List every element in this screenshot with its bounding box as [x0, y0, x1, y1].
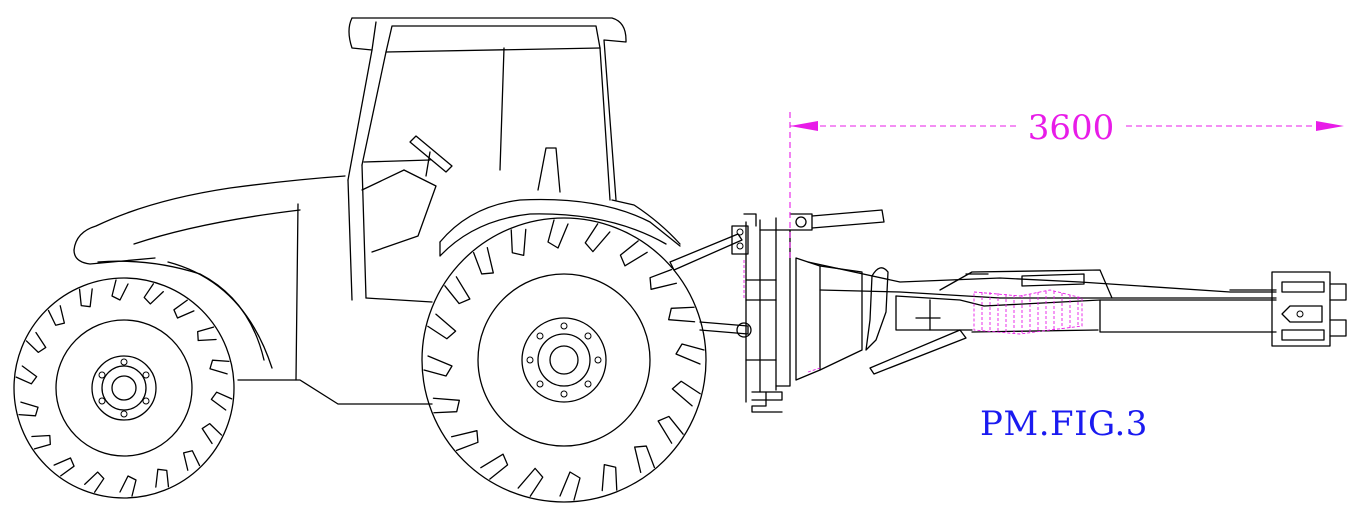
dimension-arrow-left [790, 121, 818, 131]
three-point-hitch [669, 209, 885, 413]
implement-frame [807, 261, 1347, 375]
dimension-line: 3600 [789, 108, 1344, 260]
hatched-section [743, 260, 1083, 373]
steering-wheel [361, 135, 453, 253]
rear-wheel [421, 217, 707, 503]
figure-label: PM.FIG.3 [980, 404, 1148, 444]
tractor-hood [73, 147, 681, 405]
tractor-cab [347, 17, 627, 301]
dimension-value: 3600 [1028, 108, 1115, 148]
dimension-arrow-right [1316, 121, 1344, 131]
front-fender [97, 260, 273, 369]
front-wheel [13, 277, 235, 499]
